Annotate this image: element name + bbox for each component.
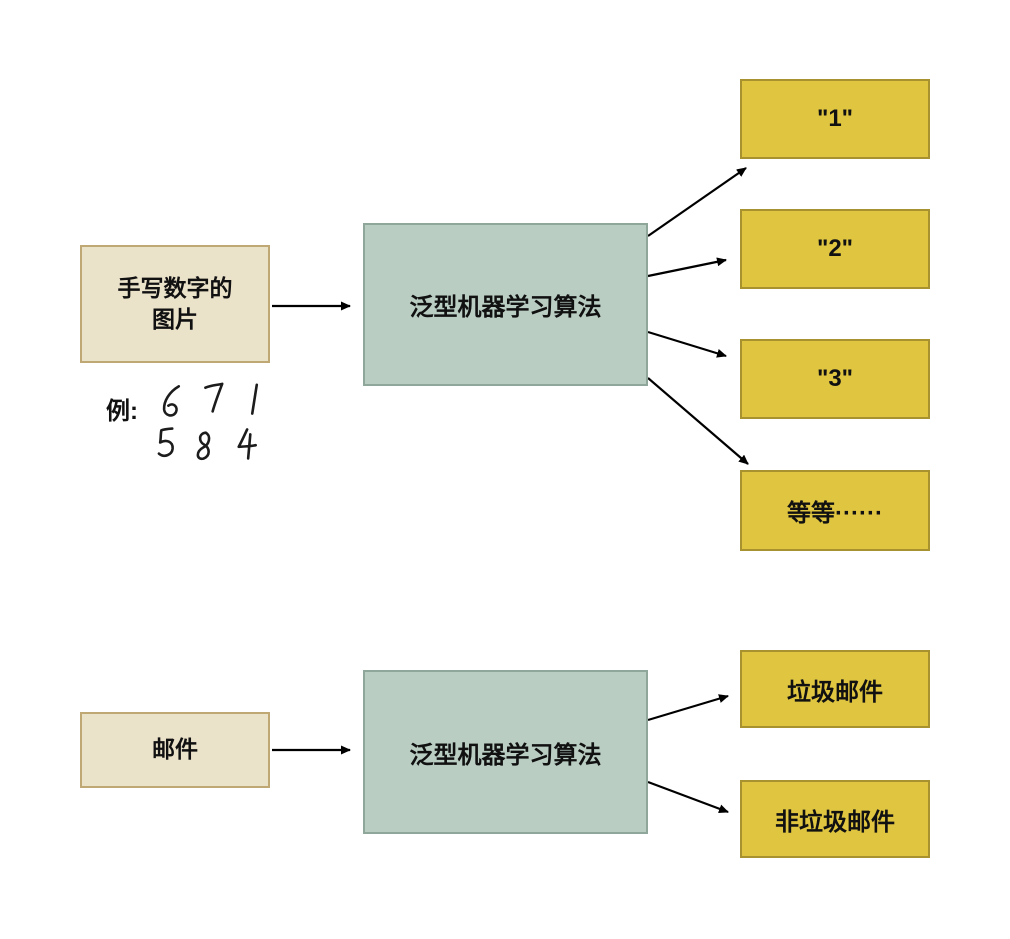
arrow-process-to-output-1 [647,167,747,237]
output-box-spam: 垃圾邮件 [740,650,930,728]
arrow-process-to-output-3 [647,330,727,358]
input-box-label-line1: 手写数字的 [117,274,233,301]
digit-6 [162,385,181,417]
output-box-1: "1" [740,79,930,159]
output-box-etc-label: 等等······ [787,500,883,527]
process-box-bottom: 泛型机器学习算法 [363,670,648,834]
output-box-1-label: "1" [816,105,854,132]
input-box-label-line2: 图片 [152,306,198,332]
example-label: 例: [106,398,138,425]
digit-7 [204,382,224,413]
arrow-process-to-output-2 [647,257,727,278]
process-box-top: 泛型机器学习算法 [363,223,648,386]
input-box-email-label: 邮件 [152,736,198,763]
output-box-2: "2" [740,209,930,289]
arrow-process-to-spam [647,694,729,722]
digit-4 [237,428,257,460]
process-box-top-label: 泛型机器学习算法 [409,294,602,321]
output-box-spam-label: 垃圾邮件 [787,678,883,706]
output-box-etc: 等等······ [740,470,930,551]
digit-1 [250,383,259,415]
output-box-not-spam-label: 非垃圾邮件 [775,808,895,836]
output-box-not-spam: 非垃圾邮件 [740,780,930,858]
arrow-process-to-not-spam [647,780,729,814]
handwritten-digits-example [157,382,259,461]
arrow-process-to-output-etc [647,377,749,465]
digit-8 [196,431,211,461]
input-box-handwritten-images: 手写数字的 图片 [80,245,270,363]
output-box-2-label: "2" [816,235,854,262]
process-box-bottom-label: 泛型机器学习算法 [409,741,602,769]
output-box-3-label: "3" [816,365,854,392]
digit-5 [157,427,174,457]
input-box-email: 邮件 [80,712,270,788]
output-box-3: "3" [740,339,930,419]
